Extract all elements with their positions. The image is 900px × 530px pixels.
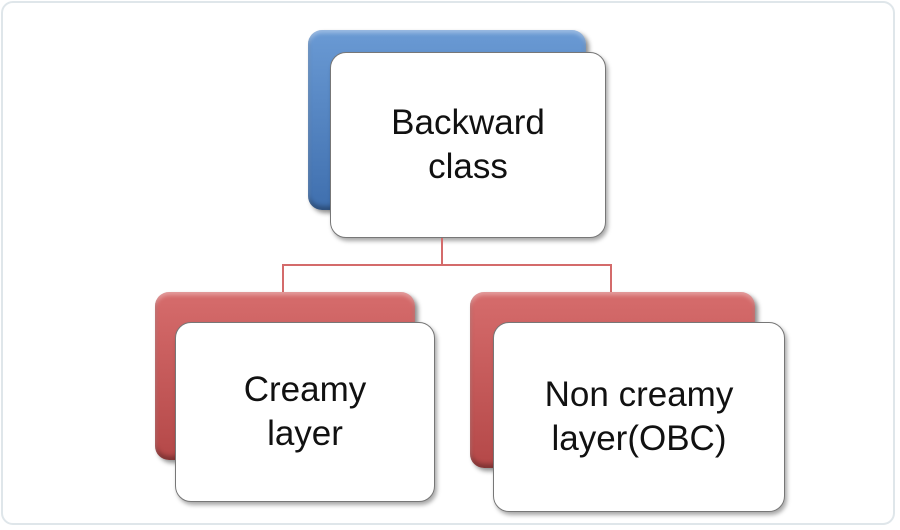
- root-label-line1: Backward: [391, 103, 545, 142]
- non-creamy-label: Non creamy layer(OBC): [545, 373, 734, 461]
- root-node-label: Backward class: [391, 101, 545, 189]
- creamy-label: Creamy layer: [244, 368, 367, 456]
- connector-trunk: [441, 238, 443, 266]
- connector-bar: [282, 264, 612, 266]
- non-creamy-label-line2: layer(OBC): [551, 419, 727, 458]
- connector-left: [282, 264, 284, 294]
- connector-right: [610, 264, 612, 294]
- root-node[interactable]: Backward class: [330, 52, 606, 238]
- creamy-label-line1: Creamy: [243, 370, 367, 409]
- creamy-label-line2: layer: [267, 414, 343, 453]
- child-node-creamy[interactable]: Creamy layer: [175, 322, 435, 502]
- root-label-line2: class: [428, 147, 508, 186]
- non-creamy-label-line1: Non creamy: [544, 375, 734, 414]
- child-node-non-creamy[interactable]: Non creamy layer(OBC): [493, 322, 785, 512]
